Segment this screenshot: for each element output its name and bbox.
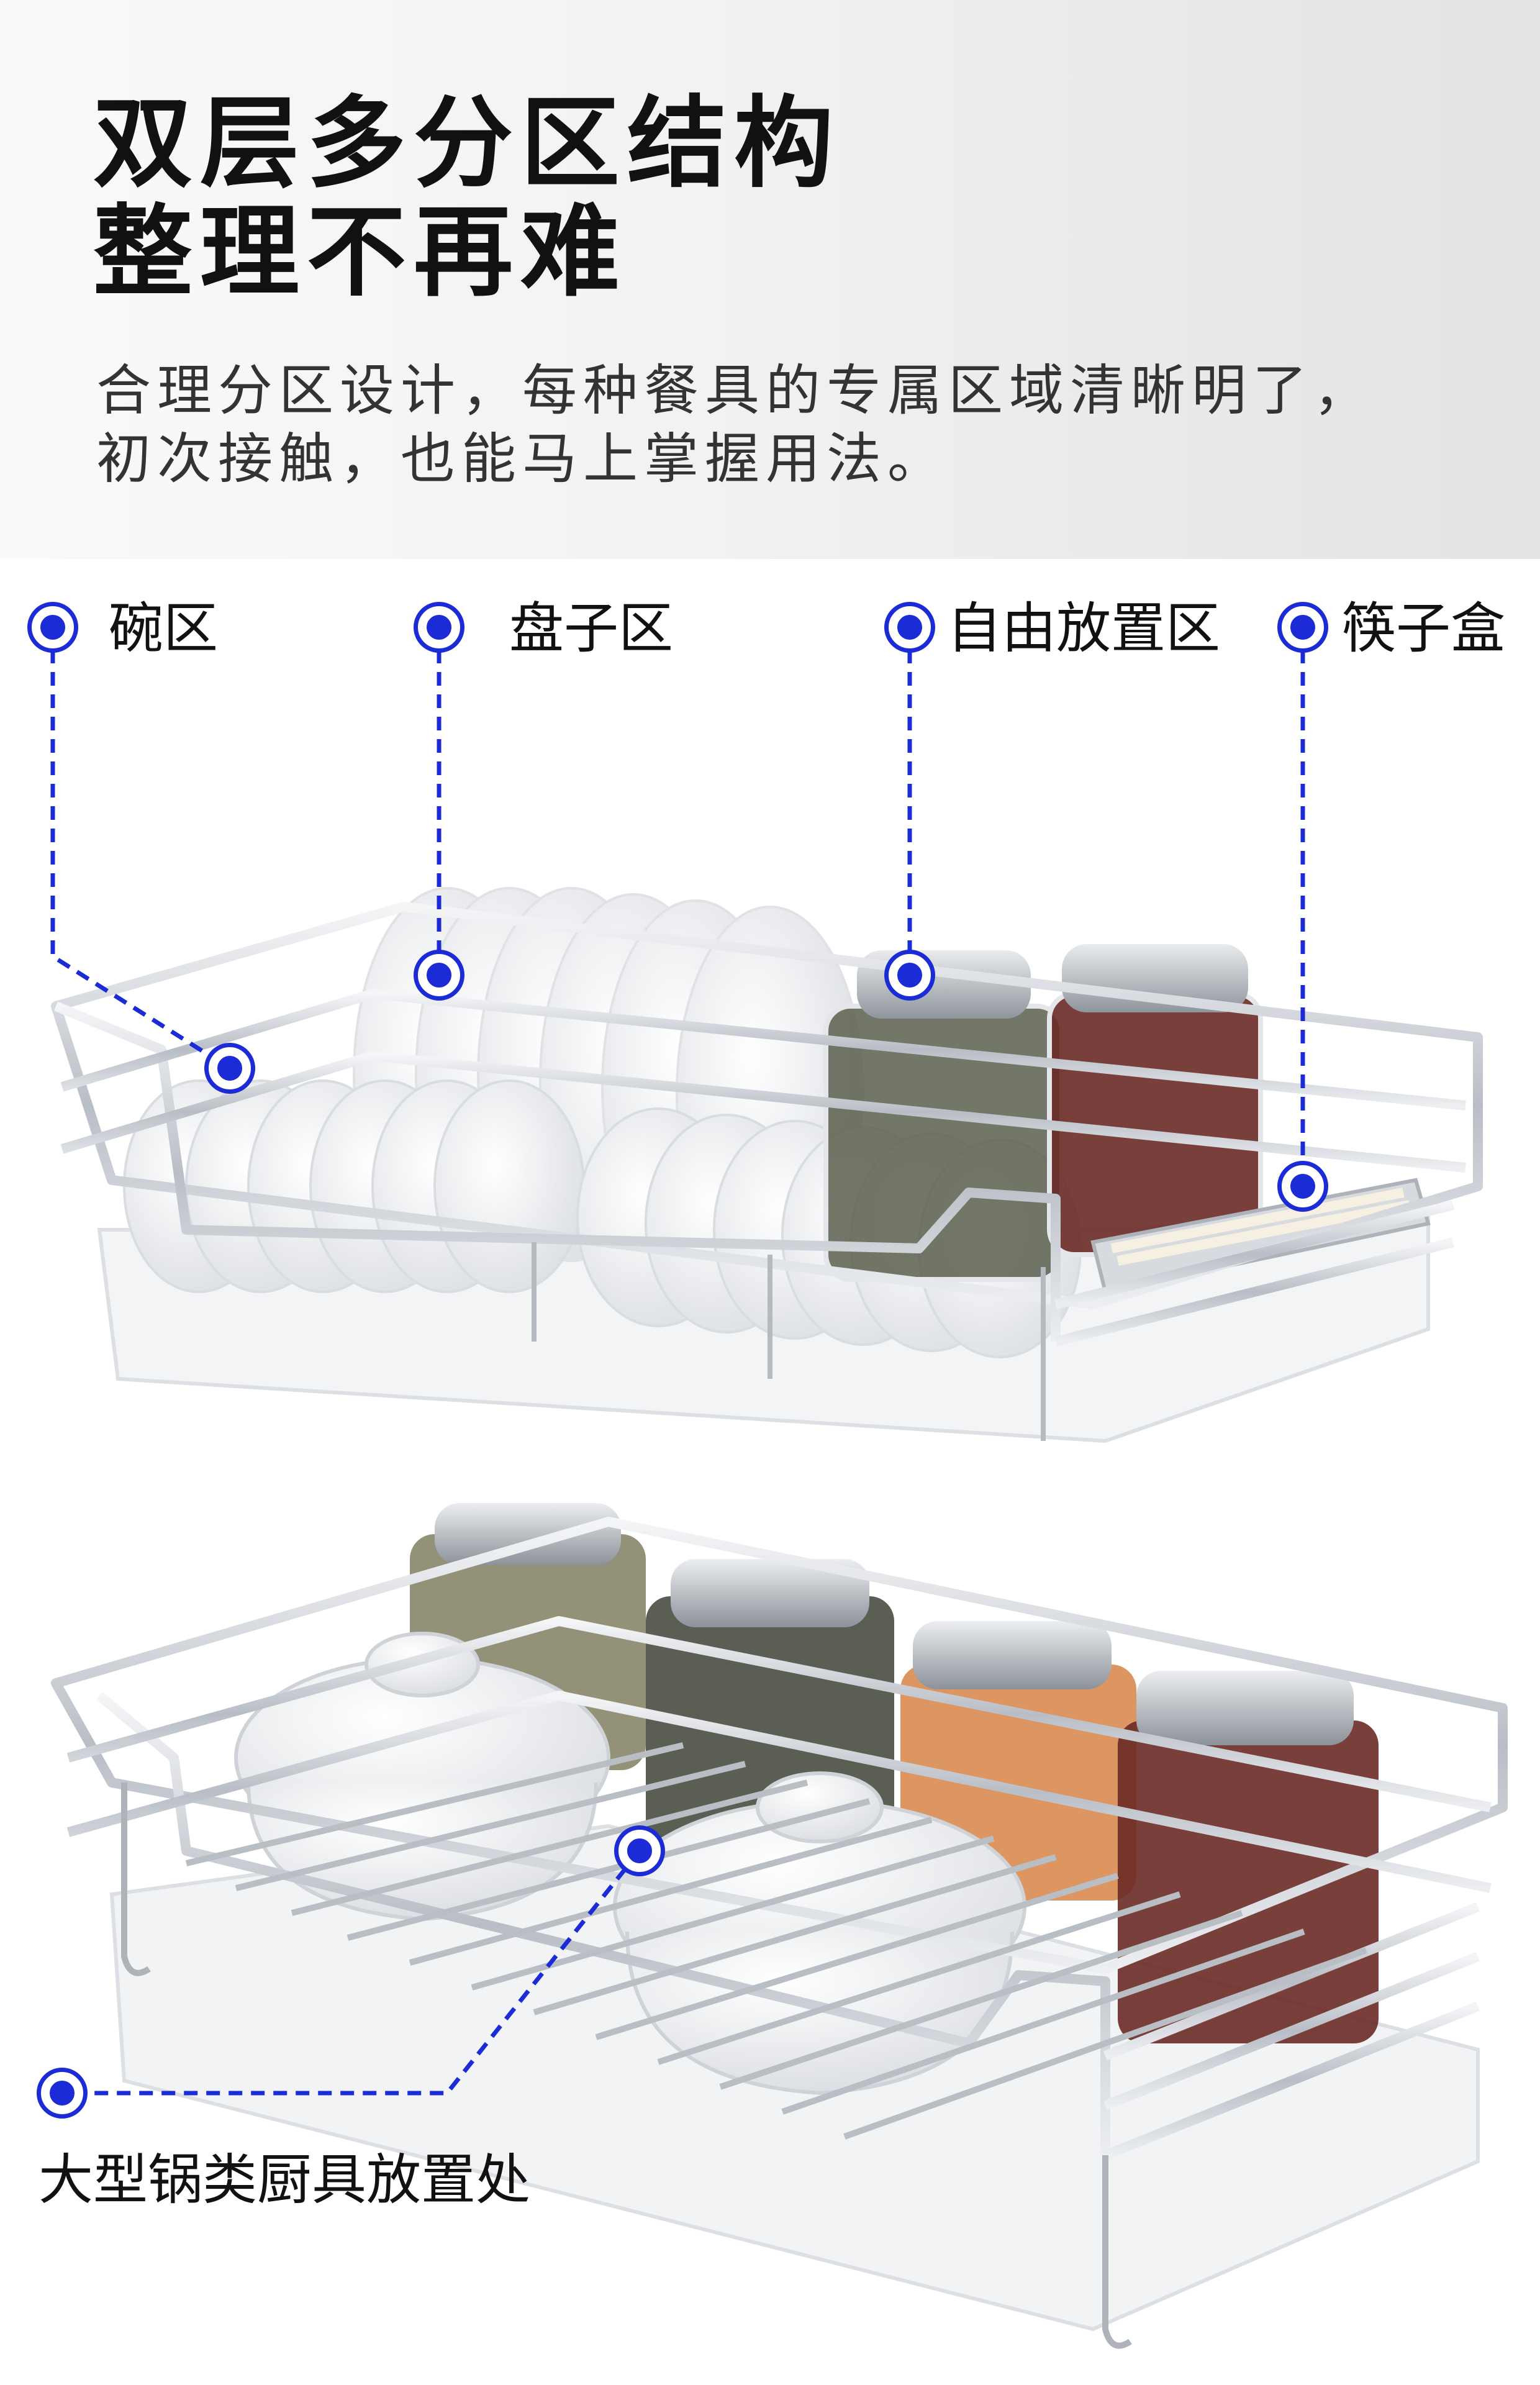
top-wire-frame (51, 902, 1483, 1347)
header-banner: 双层多分区结构 整理不再难 合理分区设计，每种餐具的专属区域清晰明了， 初次接触… (0, 0, 1540, 559)
dot-marker-icon (889, 606, 931, 648)
dot-marker-icon (32, 606, 74, 648)
bottom-basket-illustration (51, 1503, 1508, 2349)
bottom-wire-frame (51, 1517, 1508, 2160)
description-line-1: 合理分区设计，每种餐具的专属区域清晰明了， (96, 358, 1375, 422)
callout-label-free: 自由放置区 (947, 596, 1221, 660)
description-line-2: 初次接触，也能马上掌握用法。 (96, 427, 949, 491)
callout-label-plate: 盘子区 (509, 596, 674, 660)
dot-marker-icon (418, 954, 460, 996)
dot-marker-icon (41, 2072, 83, 2114)
headline-line-2: 整理不再难 (93, 193, 628, 310)
dot-marker-icon (209, 1047, 251, 1089)
bottom-basket-photo (0, 1460, 1540, 2385)
callout-label-chopstick: 筷子盒 (1341, 596, 1506, 660)
callout-label-bowl: 碗区 (109, 596, 219, 660)
dot-marker-icon (618, 1830, 661, 1872)
dot-marker-icon (418, 606, 460, 648)
dot-marker-icon (1282, 1165, 1324, 1207)
dot-marker-icon (889, 954, 931, 996)
headline-line-1: 双层多分区结构 (93, 84, 841, 201)
dot-marker-icon (1282, 606, 1324, 648)
spice-jars (823, 944, 1263, 1282)
callout-label-pot: 大型锅类厨具放置处 (38, 2148, 531, 2212)
top-basket-illustration (51, 887, 1483, 1443)
top-basket-photo (0, 559, 1540, 1460)
